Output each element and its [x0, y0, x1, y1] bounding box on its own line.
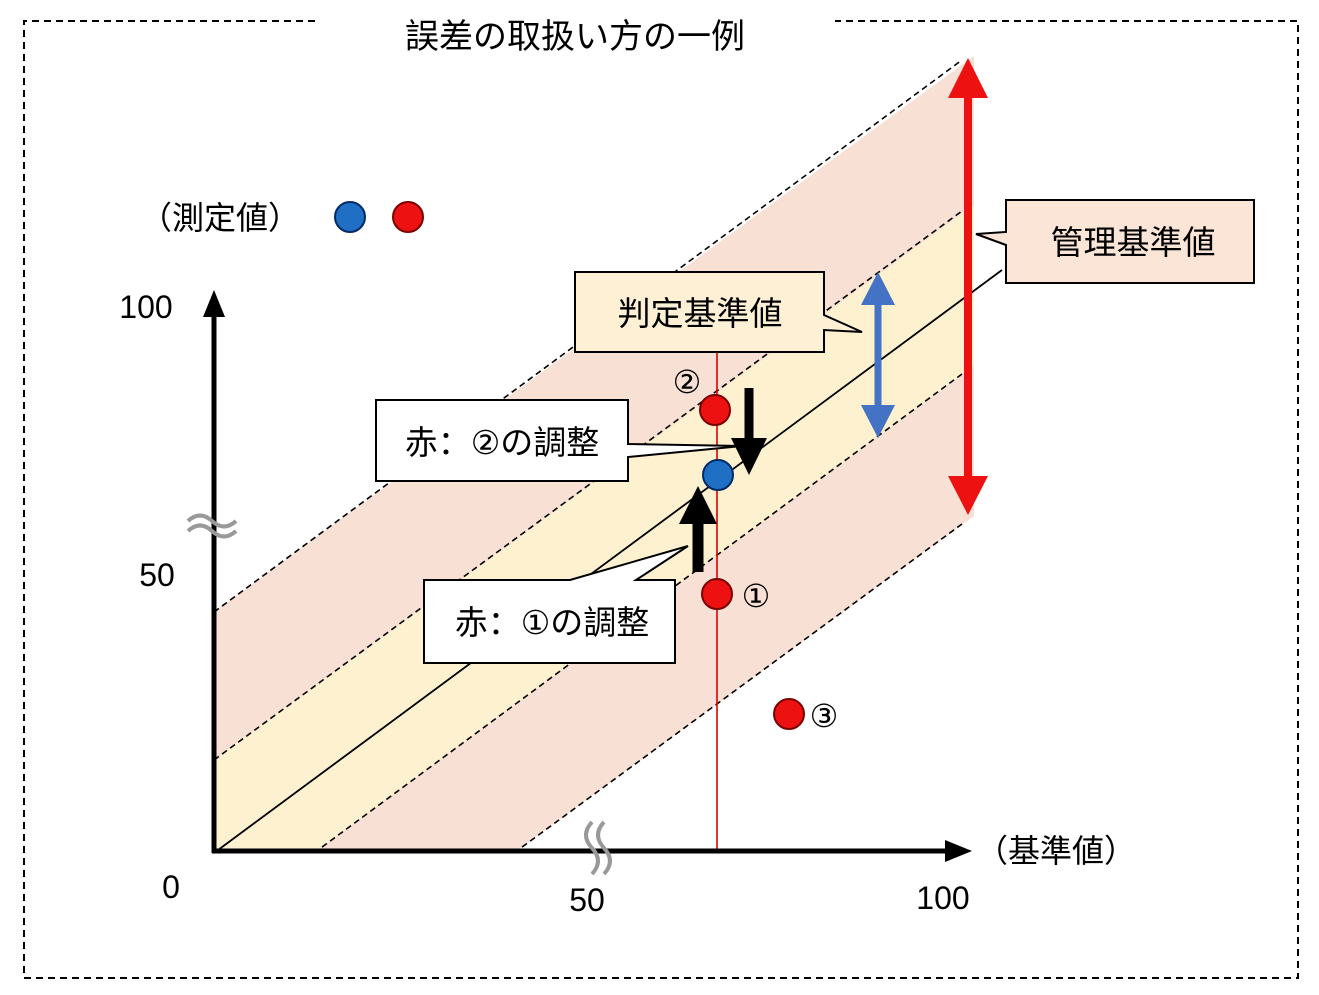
adjust-down-arrow: [731, 388, 767, 475]
adjust-1-label: 赤：①の調整: [455, 603, 650, 642]
judgment-limit-label: 判定基準値: [618, 294, 783, 333]
judgment-limit-callout: 判定基準値: [574, 271, 863, 353]
lower-control-line: [513, 523, 963, 854]
origin-label: 0: [162, 869, 180, 905]
adjust-1-callout: 赤：①の調整: [423, 545, 689, 664]
x-tick-100: 100: [916, 880, 969, 916]
x-axis-arrowhead: [945, 840, 972, 862]
point-1-label: ①: [742, 577, 771, 615]
y-tick-100: 100: [119, 289, 172, 325]
adjust-2-label: 赤：②の調整: [405, 423, 600, 462]
x-tick-50: 50: [569, 882, 605, 918]
point-1-red: [701, 578, 733, 610]
legend-blue-dot: [334, 201, 366, 233]
point-3-red: [773, 698, 805, 730]
diagram-title: 誤差の取扱い方の一例: [405, 17, 745, 57]
reference-line: [213, 269, 1003, 854]
x-axis-break-icon: [584, 820, 612, 876]
point-3-label: ③: [810, 697, 839, 735]
legend-red-dot: [392, 201, 424, 233]
y-tick-50: 50: [139, 557, 175, 593]
point-2-label: ②: [673, 363, 702, 401]
control-range-arrow: [948, 58, 988, 515]
outer-frame: [23, 20, 1299, 979]
axes: [186, 290, 972, 876]
judgment-limit-band: [214, 205, 974, 853]
x-axis-label: （基準値）: [976, 832, 1136, 870]
judgment-range-arrow: [861, 272, 895, 438]
legend-label: （測定値）: [140, 199, 300, 237]
point-adjusted-blue: [702, 459, 734, 491]
control-limit-label: 管理基準値: [1051, 223, 1216, 262]
upper-judgment-line: [213, 210, 963, 761]
y-axis-break-icon: [186, 513, 238, 539]
control-limit-callout: 管理基準値: [975, 199, 1255, 284]
point-2-red: [699, 394, 731, 426]
y-axis-arrowhead: [203, 290, 225, 317]
adjust-up-arrow: [679, 486, 717, 572]
adjust-2-callout: 赤：②の調整: [375, 399, 743, 482]
